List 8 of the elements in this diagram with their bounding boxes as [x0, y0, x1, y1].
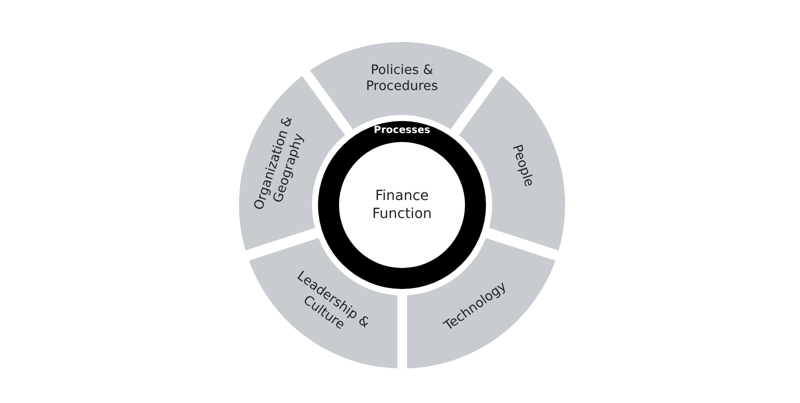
- segment-label: People: [508, 142, 538, 191]
- center-label: Finance Function: [371, 186, 433, 224]
- segment-label: Policies & Procedures: [364, 62, 440, 95]
- ring-label: Processes: [374, 125, 430, 136]
- ring-segment: [407, 238, 556, 368]
- ring-segment: [239, 76, 346, 251]
- ring-segment: [248, 238, 397, 368]
- ring-segment: [458, 76, 565, 251]
